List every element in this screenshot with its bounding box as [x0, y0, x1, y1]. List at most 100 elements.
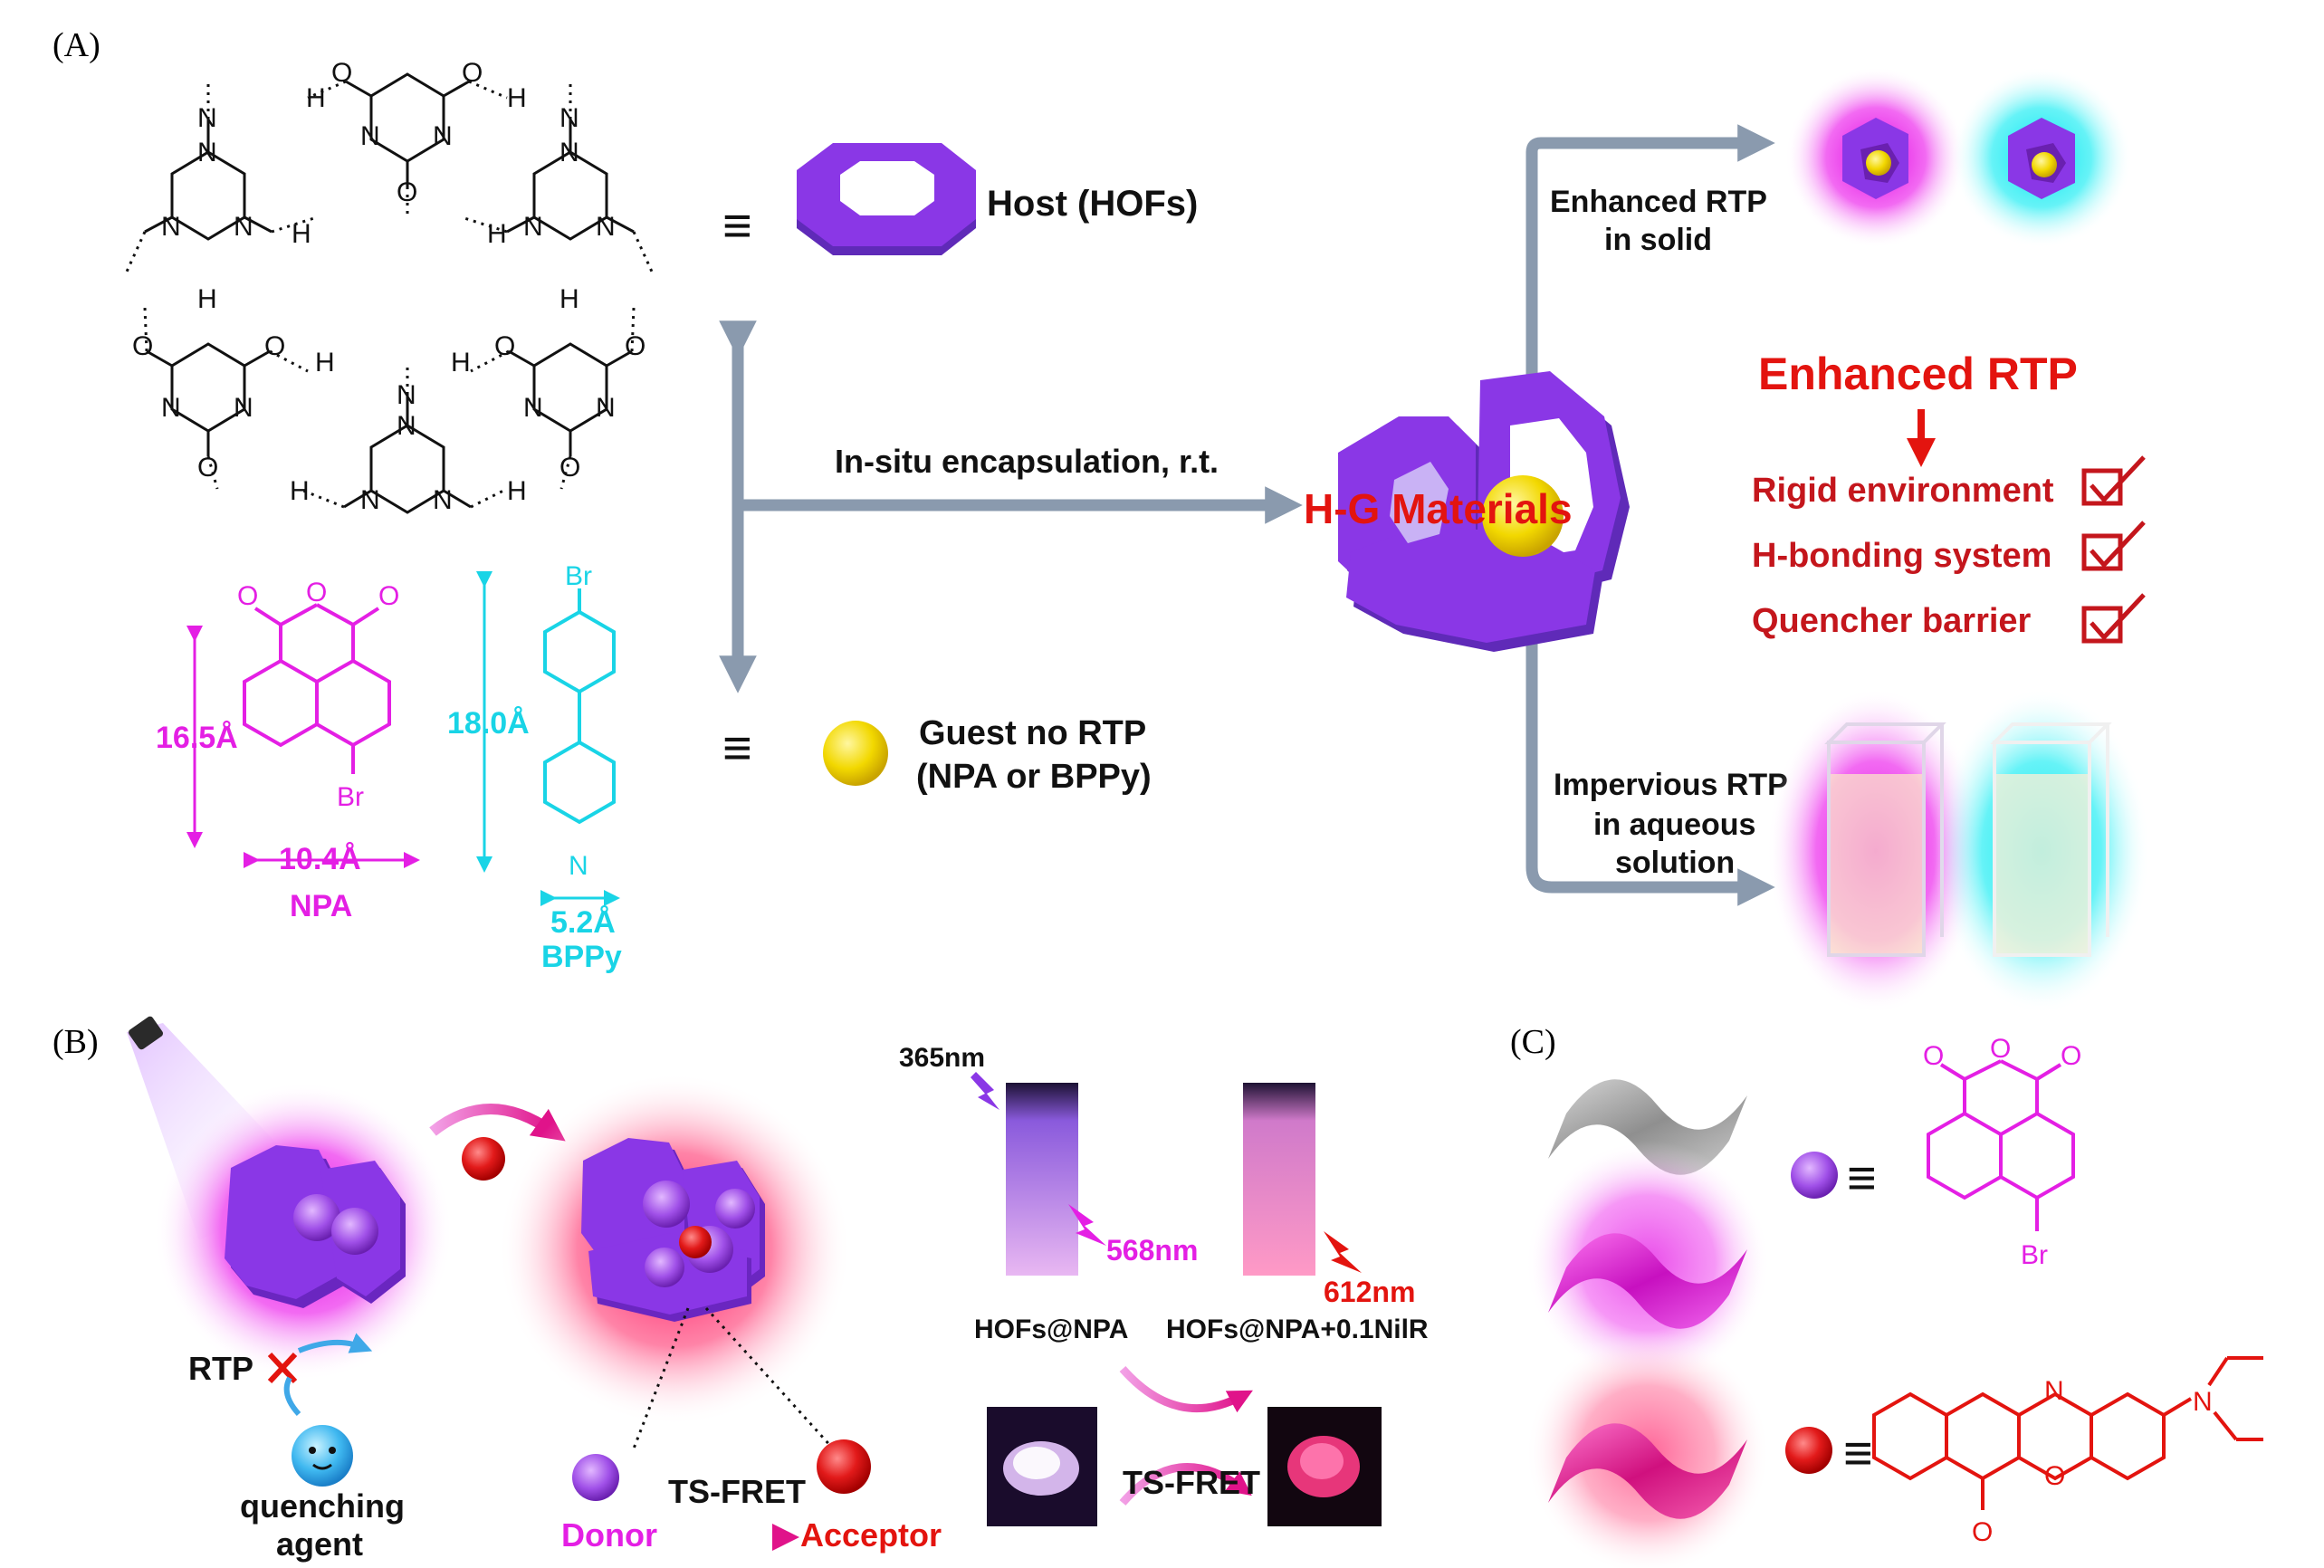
atom-o: O — [2061, 1041, 2081, 1071]
host-hof-icon — [797, 143, 976, 255]
emission-568-label: 568nm — [1106, 1234, 1198, 1267]
rtp-label: RTP — [188, 1350, 253, 1387]
donor-ball-legend — [1791, 1152, 1838, 1199]
enhanced-solid-line2: in solid — [1604, 223, 1712, 257]
donor-pointer-line — [632, 1307, 690, 1449]
acceptor-ball-transfer — [462, 1137, 505, 1181]
melamine-ring-bottom — [369, 424, 445, 514]
atom-n: N — [596, 393, 616, 423]
nile-red-labels: N O O N — [1972, 1376, 2213, 1547]
quenching-agent-icon — [292, 1425, 353, 1487]
npa-name: NPA — [290, 889, 352, 923]
guest-label-line2: (NPA or BPPy) — [916, 758, 1152, 796]
atom-o: O — [237, 581, 258, 611]
bppy-width-label: 5.2Å — [550, 905, 616, 940]
atom-br: Br — [337, 782, 364, 812]
uv-lamp-icon — [129, 1016, 163, 1050]
emission-612-icon — [1324, 1231, 1362, 1273]
atom-o: O — [462, 58, 483, 88]
atom-n: N — [559, 103, 579, 133]
hg-materials-label: H-G Materials — [1304, 485, 1573, 532]
ts-fret-label: TS-FRET — [668, 1473, 806, 1510]
bppy-molecule — [543, 588, 616, 825]
atom-o: O — [331, 58, 352, 88]
quenching-arrow — [283, 1376, 301, 1417]
sheet-pink-icon — [1548, 1423, 1747, 1519]
quenching-agent-line1: quenching — [240, 1487, 405, 1525]
ts-fret-cross-arrow-1 — [1119, 1366, 1253, 1413]
atom-h: H — [451, 348, 471, 378]
atom-o: O — [1972, 1517, 1993, 1547]
atom-o: O — [2044, 1461, 2065, 1491]
checkbox-check-icon — [2081, 521, 2146, 571]
panel-b-label: (B) — [53, 1023, 99, 1061]
vial-hofs-npa — [1005, 1082, 1079, 1276]
npa-width-label: 10.4Å — [279, 842, 361, 876]
atom-n: N — [569, 851, 588, 881]
donor-label: Donor — [561, 1516, 657, 1554]
atom-n: N — [433, 121, 453, 151]
vial-hofs-npa-nilr — [1242, 1082, 1316, 1276]
bppy-atom-labels: Br N — [565, 561, 592, 881]
npa-height-label: 16.5Å — [156, 721, 238, 755]
reason-rigid-environment: Rigid environment — [1752, 472, 2054, 510]
guest-equiv-symbol: ≡ — [722, 719, 752, 776]
atom-n: N — [197, 103, 217, 133]
atom-n: N — [397, 411, 416, 441]
panel-a-label: (A) — [53, 26, 100, 64]
atom-n: N — [360, 121, 380, 151]
donor-framework-icon — [225, 1145, 406, 1308]
cuvette-cyan-glow — [1933, 688, 2150, 1014]
branch-arrow-up — [1525, 124, 1775, 389]
bppy-height-label: 18.0Å — [447, 706, 530, 741]
atom-n: N — [397, 380, 416, 410]
reason-quencher-barrier: Quencher barrier — [1752, 602, 2032, 640]
guest-label-line1: Guest no RTP — [919, 714, 1146, 752]
hg-materials-framework — [1338, 371, 1630, 652]
glowing-solid-cyan — [1951, 67, 2132, 248]
sheet-magenta-icon — [1548, 1233, 1747, 1329]
atom-h: H — [290, 476, 310, 506]
reason-h-bonding-system: H-bonding system — [1752, 537, 2051, 575]
atom-n: N — [197, 138, 217, 167]
npa-molecule — [243, 603, 391, 774]
hof-atom-labels: N N N N N N N N N N N N N N N N N N H H … — [132, 58, 646, 515]
bppy-name: BPPy — [541, 940, 622, 974]
atom-n: N — [523, 393, 543, 423]
hg-guest-sphere — [1482, 475, 1564, 557]
atom-o: O — [132, 331, 153, 361]
atom-o: O — [625, 331, 646, 361]
melamine-ring-left — [170, 150, 246, 241]
atom-o: O — [264, 331, 285, 361]
atom-h: H — [315, 348, 335, 378]
sheet-gray-icon — [1548, 1079, 1747, 1175]
vial-label-hofs-npa-nilr: HOFs@NPA+0.1NilR — [1166, 1315, 1429, 1344]
emission-568-icon — [1068, 1204, 1106, 1246]
npa-structure-c — [1927, 1059, 2075, 1231]
atom-h: H — [487, 219, 507, 249]
atom-o: O — [494, 331, 515, 361]
atom-n: N — [161, 212, 181, 242]
quenching-return-arrow — [297, 1333, 373, 1353]
atom-n: N — [559, 138, 579, 167]
hg-framework-with-acceptor — [581, 1138, 765, 1322]
glowing-solid-magenta — [1785, 67, 1966, 248]
atom-o: O — [197, 453, 218, 483]
ts-fret-cross-arrow-2 — [1119, 1463, 1252, 1506]
impervious-line1: Impervious RTP — [1554, 768, 1788, 802]
atom-br: Br — [565, 561, 592, 591]
transfer-arc-arrow — [429, 1104, 566, 1142]
melamine-ring-right — [532, 150, 608, 241]
atom-n: N — [596, 212, 616, 242]
atom-o: O — [1990, 1034, 2011, 1064]
atom-n: N — [2193, 1387, 2213, 1417]
checkbox-check-icon — [2081, 455, 2146, 506]
atom-o: O — [559, 453, 580, 483]
uv-wavelength-label: 365nm — [899, 1043, 985, 1073]
vial-label-hofs-npa: HOFs@NPA — [974, 1315, 1128, 1344]
nile-red-structure — [1872, 1356, 2263, 1510]
atom-o: O — [397, 177, 417, 207]
panel-c-label: (C) — [1510, 1023, 1556, 1061]
enhanced-solid-line1: Enhanced RTP — [1550, 185, 1767, 219]
